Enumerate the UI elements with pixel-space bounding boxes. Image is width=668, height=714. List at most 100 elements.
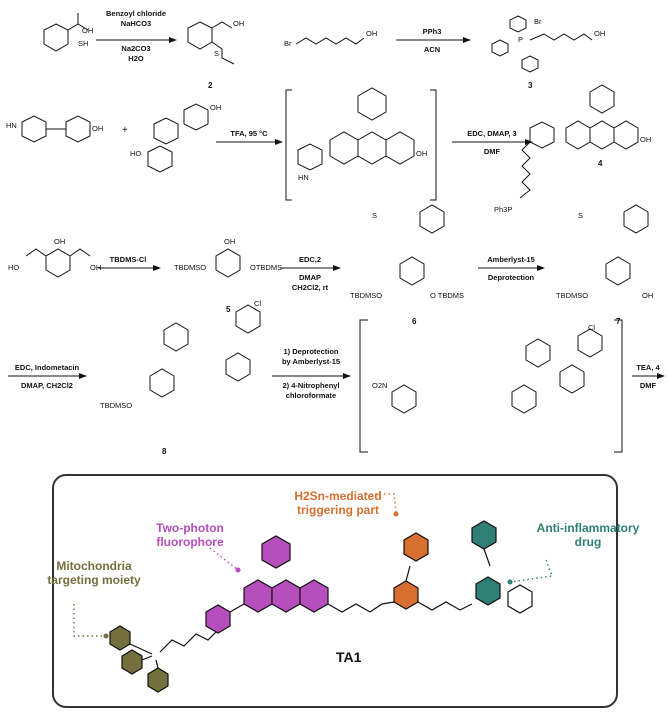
fluorophore-label: Two-photon fluorophore [156, 521, 224, 549]
atom-label: OH [54, 237, 66, 246]
compound-number: 5 [226, 305, 231, 314]
pointer-line [366, 493, 397, 513]
reagent-label: EDC, Indometacin [14, 363, 80, 372]
benzene-ring [163, 322, 189, 352]
atom-label: S [214, 49, 220, 58]
benzene-ring [509, 15, 527, 33]
atom-label: OH [642, 291, 654, 300]
atom-label: OH [92, 124, 104, 133]
benzene-ring [391, 384, 417, 414]
atom-label: O2N [372, 381, 388, 390]
atom-label: OH [640, 135, 652, 144]
xanthene-ring-magenta [243, 579, 273, 613]
phenyl-ring-olive [121, 649, 143, 675]
reagent-label: Na2CO3 [121, 44, 151, 53]
atom-label: OH [416, 149, 428, 158]
benzene-ring [399, 256, 425, 286]
benzene-ring [153, 117, 179, 145]
compound-number: 6 [412, 317, 417, 326]
reagent-label: 2) 4-Nitrophenyl [282, 381, 340, 390]
piperazine-ring-magenta [205, 604, 231, 634]
reagent-label: Deprotection [487, 273, 535, 282]
atom-label: SH [78, 39, 89, 48]
atom-label: S [372, 211, 378, 220]
mitochondria-label: Mitochondria targeting moiety [47, 559, 141, 587]
phenyl-ring-olive [109, 625, 131, 651]
benzene-ring [235, 304, 261, 334]
alkyl-chain [519, 141, 531, 199]
plus-sign: + [122, 125, 128, 136]
reagent-label: TBDMS-Cl [109, 255, 147, 264]
reagent-label: EDC,2 [298, 255, 322, 264]
atom-label: OTBDMS [250, 263, 283, 272]
compound-number: 7 [616, 317, 621, 326]
atom-label: OH [233, 19, 245, 28]
benzene-ring [215, 248, 241, 278]
phenyl-ring-olive [147, 667, 169, 693]
benzene-ring [559, 364, 585, 394]
benzene-ring [147, 145, 173, 173]
bracket-left [285, 89, 292, 201]
reagent-label: PPh3 [422, 27, 442, 36]
reagent-label: DMF [483, 147, 501, 156]
piperazine-ring [297, 143, 323, 171]
reagent-label: Amberlyst-15 [487, 255, 535, 264]
benzene-ring [577, 328, 603, 358]
atom-label: Br [284, 39, 292, 48]
reagent-label: DMAP, CH2Cl2 [21, 381, 73, 390]
reagent-label: H2O [128, 54, 144, 63]
atom-label: Cl [254, 299, 262, 308]
benzene-ring [605, 256, 631, 286]
benzene-ring [65, 115, 91, 143]
bracket-right [430, 89, 437, 201]
atom-label: OH [366, 29, 378, 38]
atom-label: HN [6, 121, 17, 130]
atom-label: HO [8, 263, 20, 272]
pointer-line [73, 604, 106, 637]
reagent-label: chloroformate [285, 391, 337, 400]
atom-label: TBDMSO [350, 291, 383, 300]
atom-label: S [578, 211, 584, 220]
benzene-ring [419, 204, 445, 234]
atom-label: OH [90, 263, 102, 272]
bracket-right [614, 319, 623, 453]
compound-number: 2 [208, 81, 213, 90]
atom-label: OH [210, 103, 222, 112]
benzene-ring [357, 87, 387, 121]
compound-number: 8 [162, 447, 167, 456]
atom-label: HO [130, 149, 142, 158]
atom-label: P [518, 35, 524, 44]
atom-label: HN [298, 173, 309, 182]
benzene-ring [225, 352, 251, 382]
alkyl-chain [529, 33, 593, 41]
benzene-ring [623, 204, 649, 234]
atom-label: Ph3P [494, 205, 513, 214]
benzene-ring-magenta [261, 535, 291, 569]
reagent-label: DMAP [298, 273, 322, 282]
compound-number: 4 [598, 159, 603, 168]
reagent-label: Benzoyl chloride [105, 9, 167, 18]
benzene-ring [521, 55, 539, 73]
benzene-ring-orange [393, 580, 419, 610]
atom-label: Cl [588, 323, 596, 332]
benzene-ring [525, 338, 551, 368]
atom-label: Br [534, 17, 542, 26]
atom-label: TBDMSO [174, 263, 207, 272]
benzene-ring [589, 84, 615, 114]
ta1-highlight-panel [52, 474, 618, 708]
benzene-ring-orange [403, 532, 429, 562]
atom-label: TBDMSO [556, 291, 589, 300]
indole-ring-teal [475, 576, 501, 606]
pointer-line [209, 547, 239, 571]
atom-label: OH [594, 29, 606, 38]
piperazine-ring [21, 115, 47, 143]
drug-label: Anti-inflammatory drug [536, 521, 640, 549]
xanthene-ring [613, 120, 639, 150]
bracket-left [359, 319, 368, 453]
reagent-label: ACN [423, 45, 441, 54]
xanthene-ring [385, 131, 415, 165]
benzene-ring [511, 384, 537, 414]
pointer-line [509, 559, 553, 583]
